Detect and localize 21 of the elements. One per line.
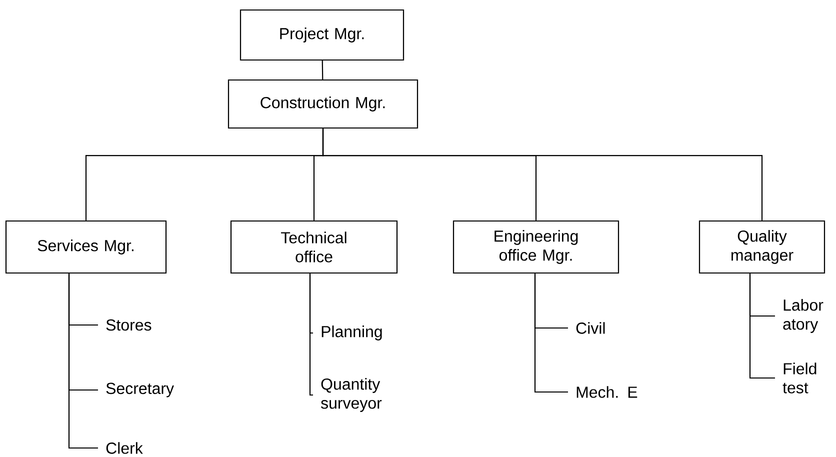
- role-label: Civil: [576, 322, 605, 334]
- role-label: Labor atory: [783, 299, 824, 333]
- role-label: Stores: [106, 319, 152, 331]
- role-label: Quantity surveyor: [321, 378, 382, 412]
- role-label: Planning: [322, 326, 382, 340]
- connector-line: [534, 274, 568, 393]
- role-label: Mech. E: [576, 386, 638, 398]
- org-box: Quality manager: [698, 220, 826, 274]
- connector-line: [322, 60, 324, 80]
- org-box: Technical office: [230, 220, 398, 274]
- org-box: Construction Mgr.: [228, 79, 418, 129]
- org-box: Project Mgr.: [240, 9, 404, 61]
- connector-line: [749, 274, 775, 379]
- org-box: Services Mgr.: [5, 220, 167, 274]
- connector-line: [68, 274, 98, 449]
- role-label: Clerk: [106, 442, 143, 454]
- connector-line: [309, 274, 313, 396]
- connector-line: [322, 128, 763, 220]
- role-label: Field test: [782, 362, 816, 394]
- role-label: Secretary: [106, 382, 174, 398]
- org-box: Engineering office Mgr.: [452, 220, 620, 274]
